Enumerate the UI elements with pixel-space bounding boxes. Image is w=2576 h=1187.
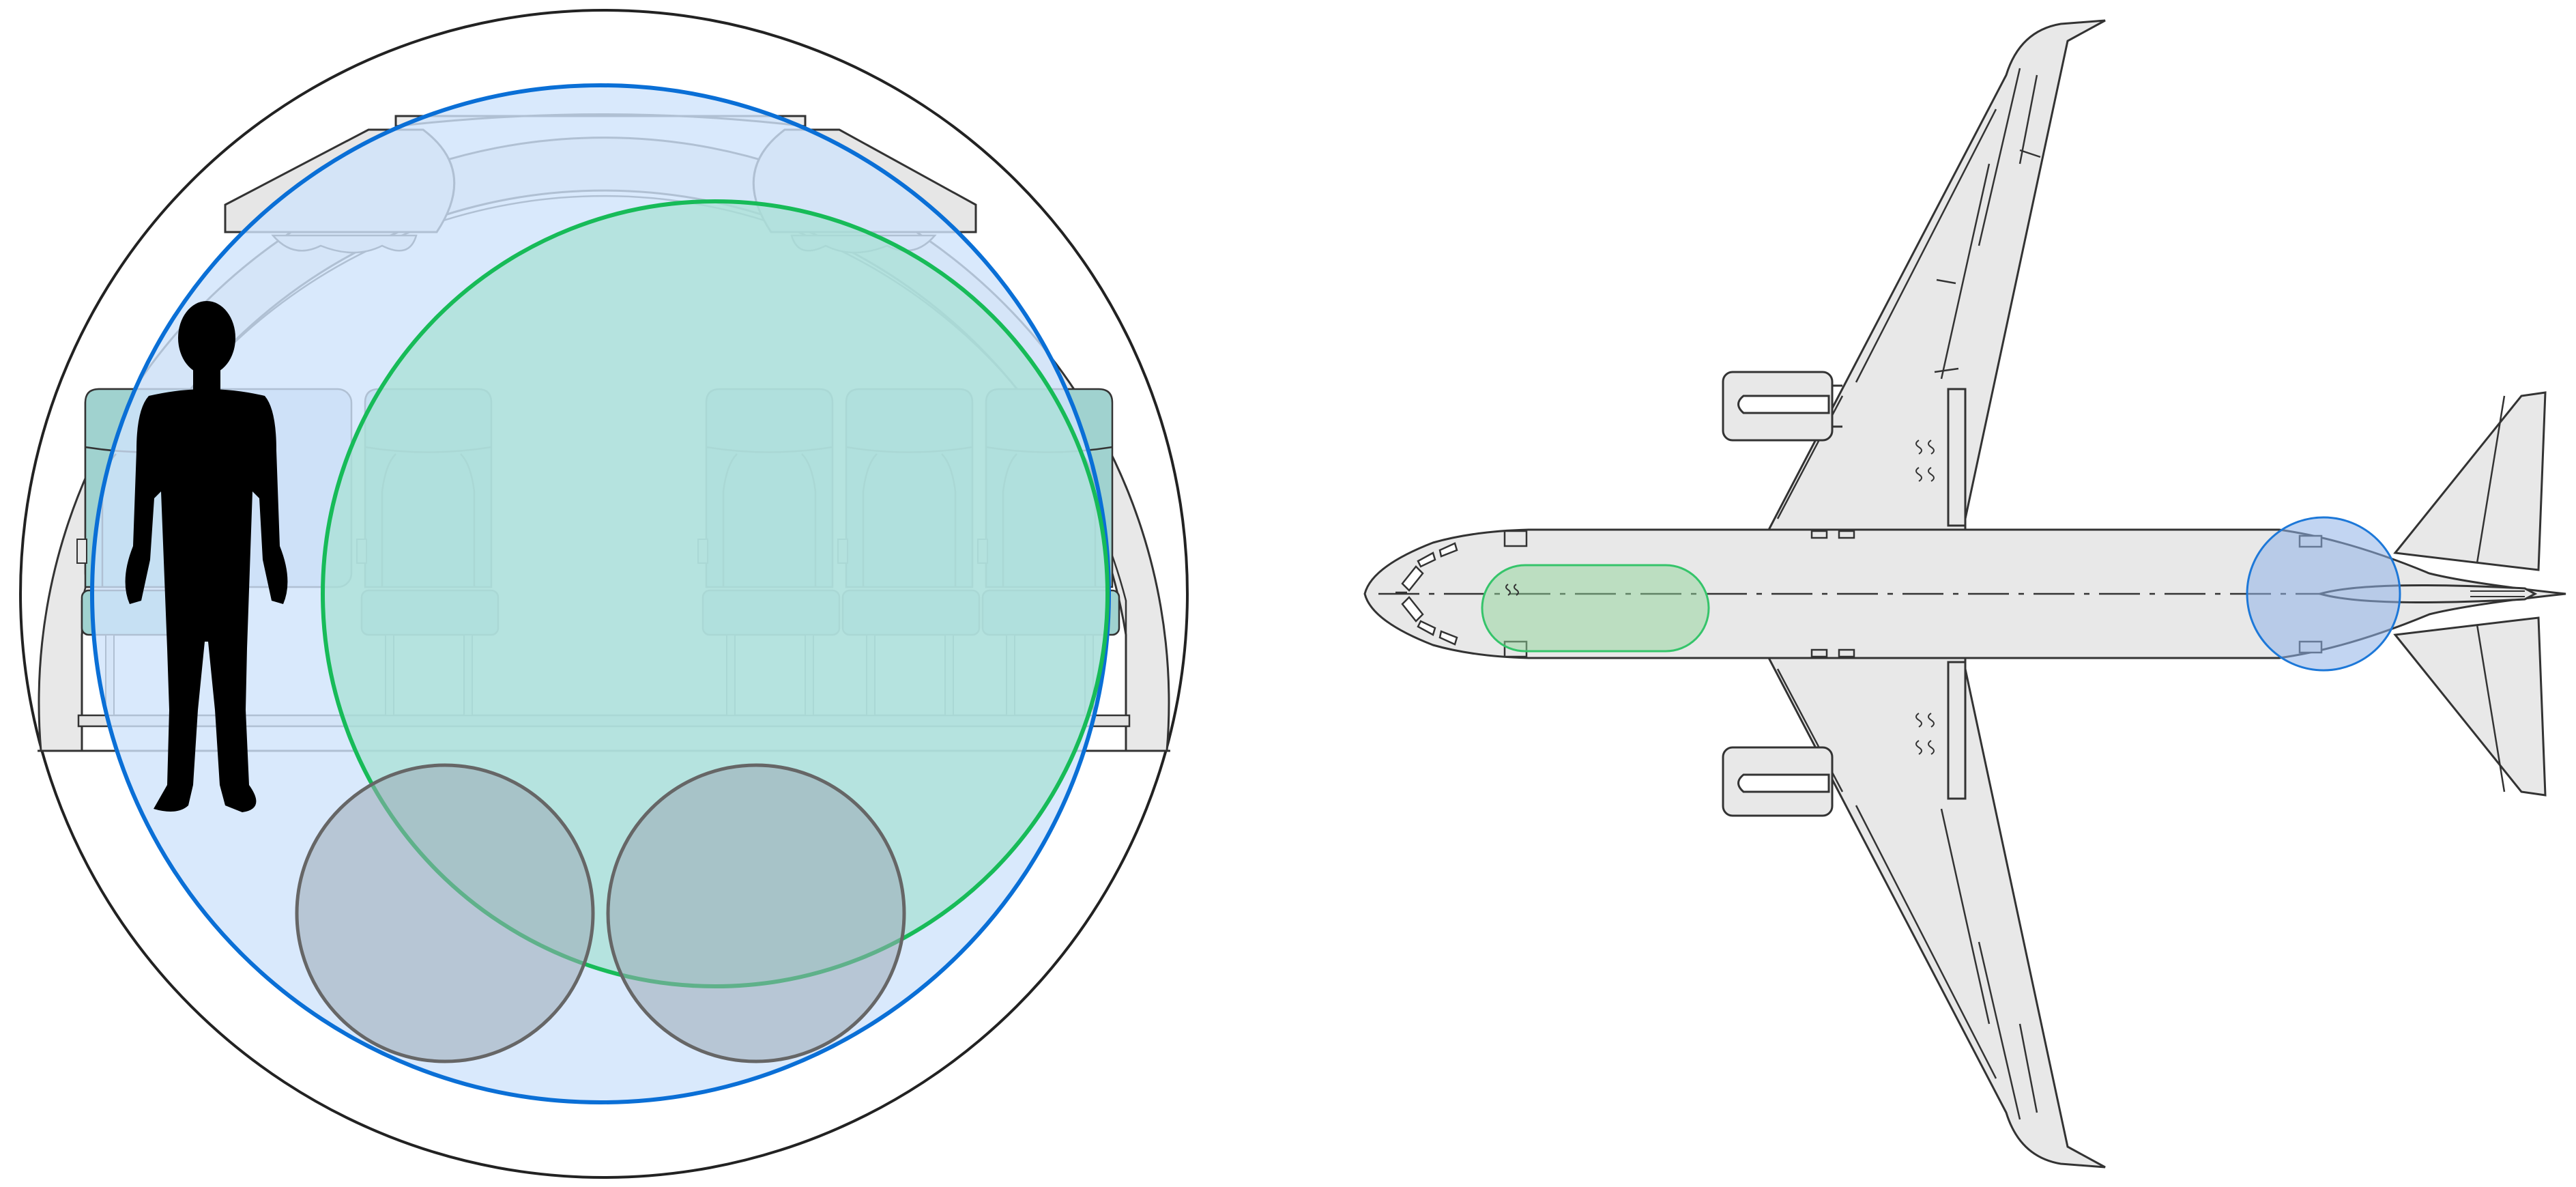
stabilizer-upper <box>2393 391 2547 571</box>
human-silhouette-icon <box>125 301 288 812</box>
cargo-container-right <box>606 763 906 1063</box>
engine-lower <box>1722 746 1834 817</box>
aircraft-top-view <box>1363 19 2566 1169</box>
wing-gear-marks <box>1505 440 1935 755</box>
forward-section-highlight <box>1481 564 1710 653</box>
engine-upper <box>1722 371 1842 442</box>
wing-box-lower <box>1947 661 1967 800</box>
cabin-cross-section <box>19 9 1189 1179</box>
wing-lower <box>1765 654 2106 1169</box>
cargo-container-left <box>295 763 595 1063</box>
wing-upper <box>1765 19 2106 534</box>
stabilizer-details <box>2476 395 2506 792</box>
tail-section-highlight <box>2246 516 2401 672</box>
stabilizer-lower <box>2393 616 2547 797</box>
wing-box <box>1947 388 1967 527</box>
cockpit-windows <box>1395 542 1458 646</box>
